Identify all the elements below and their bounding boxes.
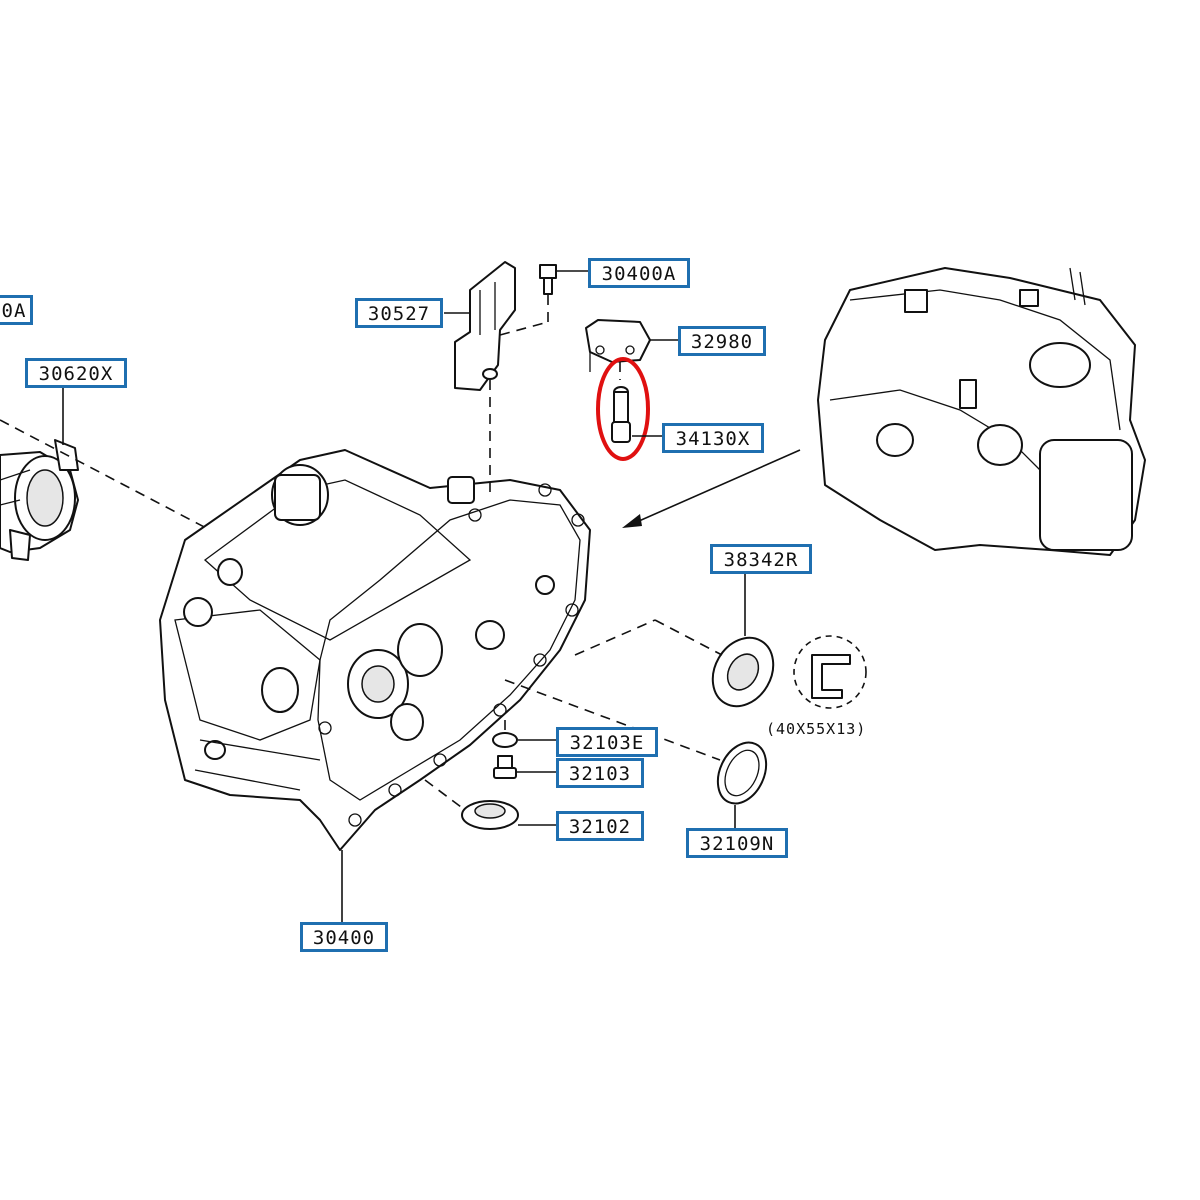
washer-drawing bbox=[492, 732, 518, 748]
part-label-30400a-partial[interactable]: 0A bbox=[0, 295, 33, 325]
part-label-30400a[interactable]: 30400A bbox=[588, 258, 690, 288]
transmission-case-drawing bbox=[159, 449, 591, 851]
part-label-32980[interactable]: 32980 bbox=[678, 326, 766, 356]
retainer-plate-drawing bbox=[585, 319, 651, 372]
part-label-32103e[interactable]: 32103E bbox=[556, 727, 658, 757]
overview-case-drawing bbox=[817, 267, 1146, 556]
drain-plug-drawing bbox=[493, 755, 517, 779]
bolt-drawing bbox=[539, 264, 557, 295]
seal-size-note: (40X55X13) bbox=[766, 720, 867, 738]
seal-section-detail bbox=[793, 635, 867, 709]
bracket-drawing bbox=[454, 261, 516, 391]
part-label-32109n[interactable]: 32109N bbox=[686, 828, 788, 858]
part-label-30527[interactable]: 30527 bbox=[355, 298, 443, 328]
part-label-32102[interactable]: 32102 bbox=[556, 811, 644, 841]
filler-plug-drawing bbox=[461, 800, 519, 830]
part-label-32103[interactable]: 32103 bbox=[556, 758, 644, 788]
part-label-30400[interactable]: 30400 bbox=[300, 922, 388, 952]
part-label-30620x[interactable]: 30620X bbox=[25, 358, 127, 388]
seal-ring-drawing bbox=[716, 741, 768, 805]
part-label-38342r[interactable]: 38342R bbox=[710, 544, 812, 574]
highlight-circle bbox=[596, 357, 650, 461]
part-label-34130x[interactable]: 34130X bbox=[662, 423, 764, 453]
shift-shaft-drawing bbox=[611, 386, 631, 443]
clutch-slave-cylinder-drawing bbox=[0, 439, 79, 561]
oil-seal-drawing bbox=[711, 636, 775, 708]
